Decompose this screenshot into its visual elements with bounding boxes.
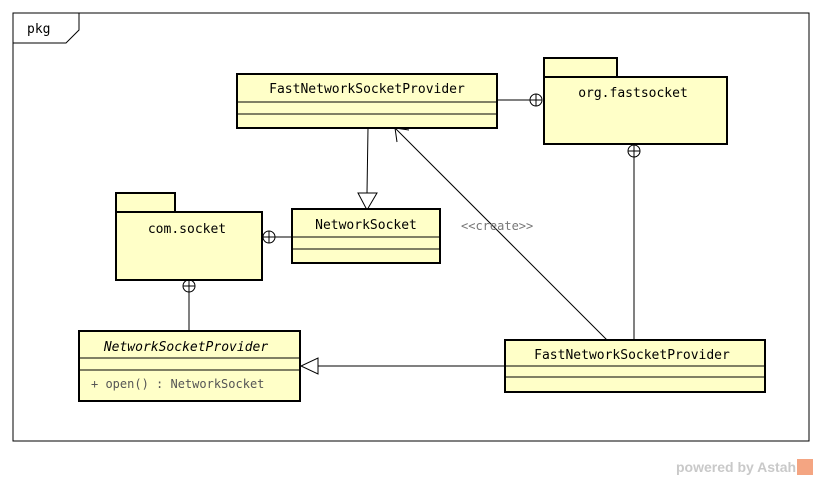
class-operation: + open() : NetworkSocket xyxy=(91,377,264,391)
class-fast-network-socket-provider-top[interactable]: FastNetworkSocketProvider xyxy=(236,73,498,129)
package-name: org.fastsocket xyxy=(578,86,688,101)
class-network-socket-provider[interactable]: NetworkSocketProvider + open() : Network… xyxy=(78,330,301,402)
diagram-frame xyxy=(12,12,810,442)
nesting-circle-icon xyxy=(182,279,196,293)
create-dependency-line xyxy=(394,127,608,341)
create-stereotype-label: <<create>> xyxy=(461,219,533,233)
package-org-fastsocket[interactable]: org.fastsocket xyxy=(543,57,728,145)
frame-label: pkg xyxy=(27,22,50,37)
generalization-line-top xyxy=(366,127,369,194)
class-fast-network-socket-provider-bottom[interactable]: FastNetworkSocketProvider xyxy=(504,339,766,393)
nesting-circle-icon xyxy=(529,93,543,107)
watermark-text: powered by Astah xyxy=(676,459,797,475)
class-name: NetworkSocket xyxy=(315,218,417,233)
class-name: FastNetworkSocketProvider xyxy=(534,348,730,363)
astah-logo-icon xyxy=(797,459,814,475)
nesting-circle-icon xyxy=(262,230,276,244)
package-com-socket[interactable]: com.socket xyxy=(115,192,263,281)
generalization-arrowhead-icon xyxy=(357,192,378,212)
generalization-arrowhead-icon xyxy=(299,357,319,375)
astah-watermark: powered by Astah xyxy=(676,459,814,475)
nesting-circle-icon xyxy=(627,144,641,158)
class-name: NetworkSocketProvider xyxy=(103,340,269,355)
class-network-socket[interactable]: NetworkSocket xyxy=(291,208,441,264)
package-name: com.socket xyxy=(148,222,226,237)
frame-label-tab xyxy=(12,12,80,44)
class-name: FastNetworkSocketProvider xyxy=(269,82,465,97)
